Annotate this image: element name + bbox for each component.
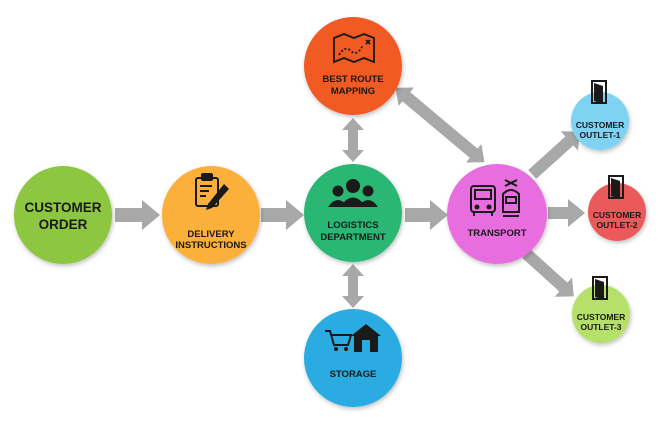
customer-outlet-2-label-line2: OUTLET-2 bbox=[596, 220, 637, 230]
arrow-order-to-delivery bbox=[115, 200, 160, 230]
transport-circle bbox=[447, 164, 547, 264]
logistics-department-circle bbox=[304, 164, 402, 262]
customer-order-circle bbox=[14, 166, 112, 264]
node-logistics-department: LOGISTICS DEPARTMENT bbox=[304, 164, 402, 262]
door-icon bbox=[608, 175, 624, 199]
node-storage: STORAGE bbox=[304, 309, 402, 407]
delivery-instructions-label-line2: INSTRUCTIONS bbox=[175, 240, 246, 251]
customer-outlet-3-label-line2: OUTLET-3 bbox=[580, 322, 621, 332]
door-icon bbox=[591, 80, 607, 104]
arrow-transport-to-outlet-3 bbox=[522, 249, 574, 297]
customer-outlet-3-circle bbox=[572, 285, 630, 343]
transport-label: TRANSPORT bbox=[467, 228, 526, 239]
arrow-logistics-storage-bidirectional bbox=[342, 264, 364, 308]
customer-outlet-1-circle bbox=[571, 92, 629, 150]
storage-label: STORAGE bbox=[330, 369, 377, 380]
node-customer-order: CUSTOMER ORDER bbox=[14, 166, 112, 264]
arrow-route-transport-bidirectional bbox=[395, 87, 485, 163]
customer-outlet-1-label-line1: CUSTOMER bbox=[576, 120, 625, 130]
best-route-mapping-circle bbox=[304, 17, 402, 115]
clipboard-pen-icon bbox=[195, 173, 229, 210]
arrows bbox=[115, 87, 585, 308]
best-route-mapping-label-line1: BEST ROUTE bbox=[322, 74, 383, 85]
arrow-transport-to-outlet-1 bbox=[528, 131, 580, 179]
delivery-instructions-label-line1: DELIVERY bbox=[187, 229, 235, 240]
delivery-instructions-circle bbox=[162, 166, 260, 264]
truck-train-icon bbox=[470, 179, 520, 217]
node-customer-outlet-2: CUSTOMER OUTLET-2 bbox=[588, 175, 646, 241]
node-transport: TRANSPORT bbox=[447, 164, 547, 264]
logistics-department-label-line1: LOGISTICS bbox=[327, 220, 378, 231]
arrow-transport-to-outlet-2 bbox=[548, 199, 585, 227]
node-delivery-instructions: DELIVERY INSTRUCTIONS bbox=[162, 166, 260, 264]
customer-outlet-1-label-line2: OUTLET-1 bbox=[579, 130, 620, 140]
customer-outlet-2-circle bbox=[588, 183, 646, 241]
cart-warehouse-icon bbox=[325, 324, 381, 352]
node-customer-outlet-1: CUSTOMER OUTLET-1 bbox=[571, 80, 629, 150]
customer-order-label-line1: CUSTOMER bbox=[24, 200, 101, 215]
node-best-route-mapping: BEST ROUTE MAPPING bbox=[304, 17, 402, 115]
customer-outlet-2-label-line1: CUSTOMER bbox=[593, 210, 642, 220]
logistics-department-label-line2: DEPARTMENT bbox=[320, 232, 385, 243]
arrow-logistics-to-transport bbox=[405, 200, 448, 230]
customer-order-label-line2: ORDER bbox=[39, 217, 88, 232]
door-icon bbox=[592, 276, 608, 300]
route-map-icon bbox=[333, 33, 375, 64]
arrow-logistics-route-bidirectional bbox=[342, 118, 364, 162]
customer-outlet-3-label-line1: CUSTOMER bbox=[577, 312, 626, 322]
storage-circle bbox=[304, 309, 402, 407]
node-customer-outlet-3: CUSTOMER OUTLET-3 bbox=[572, 276, 630, 343]
best-route-mapping-label-line2: MAPPING bbox=[331, 86, 375, 97]
arrow-delivery-to-logistics bbox=[261, 200, 304, 230]
people-group-icon bbox=[328, 179, 378, 207]
